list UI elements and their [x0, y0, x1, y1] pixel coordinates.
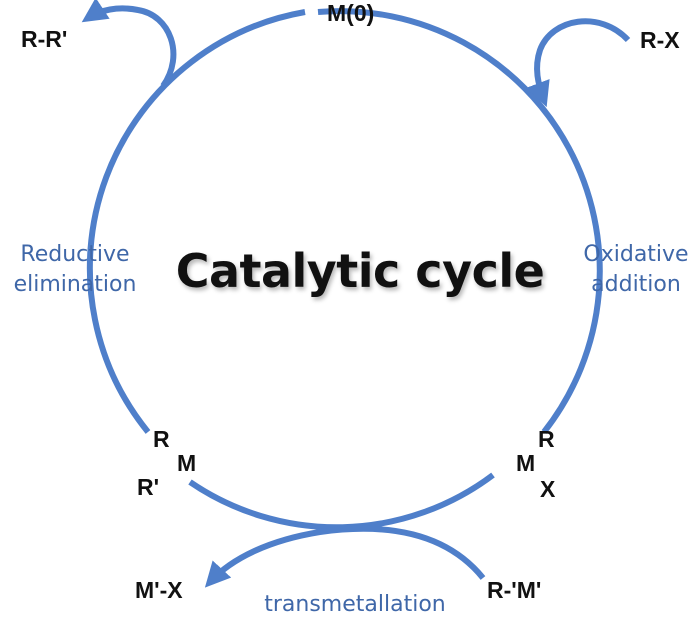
step-transmetallation: transmetallation	[264, 592, 446, 617]
reactant-entry-arrow	[526, 18, 631, 108]
reactant-label: R-X	[640, 27, 680, 53]
step-oxidative-line-2: addition	[591, 272, 681, 297]
cycle-arc-bottom	[188, 472, 495, 531]
step-oxidative-line-1: Oxidative	[583, 242, 689, 267]
intermediate-trans-r-prime: R'	[137, 474, 160, 500]
transmetallation-arrow	[204, 525, 486, 588]
step-reductive-line-2: elimination	[13, 272, 137, 297]
catalyst-label: M(0)	[327, 0, 375, 26]
step-oxidative-addition: Oxidative addition	[574, 240, 698, 300]
step-reductive-elimination: Reductive elimination	[0, 240, 150, 300]
byproduct-label: M'-X	[135, 577, 183, 603]
intermediate-oxidative-r: R	[538, 426, 555, 452]
cycle-arc-right	[317, 8, 603, 434]
product-label: R-R'	[21, 26, 68, 52]
diagram-title: Catalytic cycle	[175, 244, 545, 298]
step-reductive-line-1: Reductive	[20, 242, 130, 267]
intermediate-trans-r: R	[153, 426, 170, 452]
organometallic-reagent-label: R-'M'	[487, 577, 542, 603]
intermediate-oxidative-x: X	[540, 476, 556, 502]
intermediate-trans-metal: M	[177, 450, 197, 476]
product-release-arrow	[81, 0, 177, 88]
intermediate-oxidative-metal: M	[516, 450, 536, 476]
cycle-arc-left	[86, 9, 306, 434]
